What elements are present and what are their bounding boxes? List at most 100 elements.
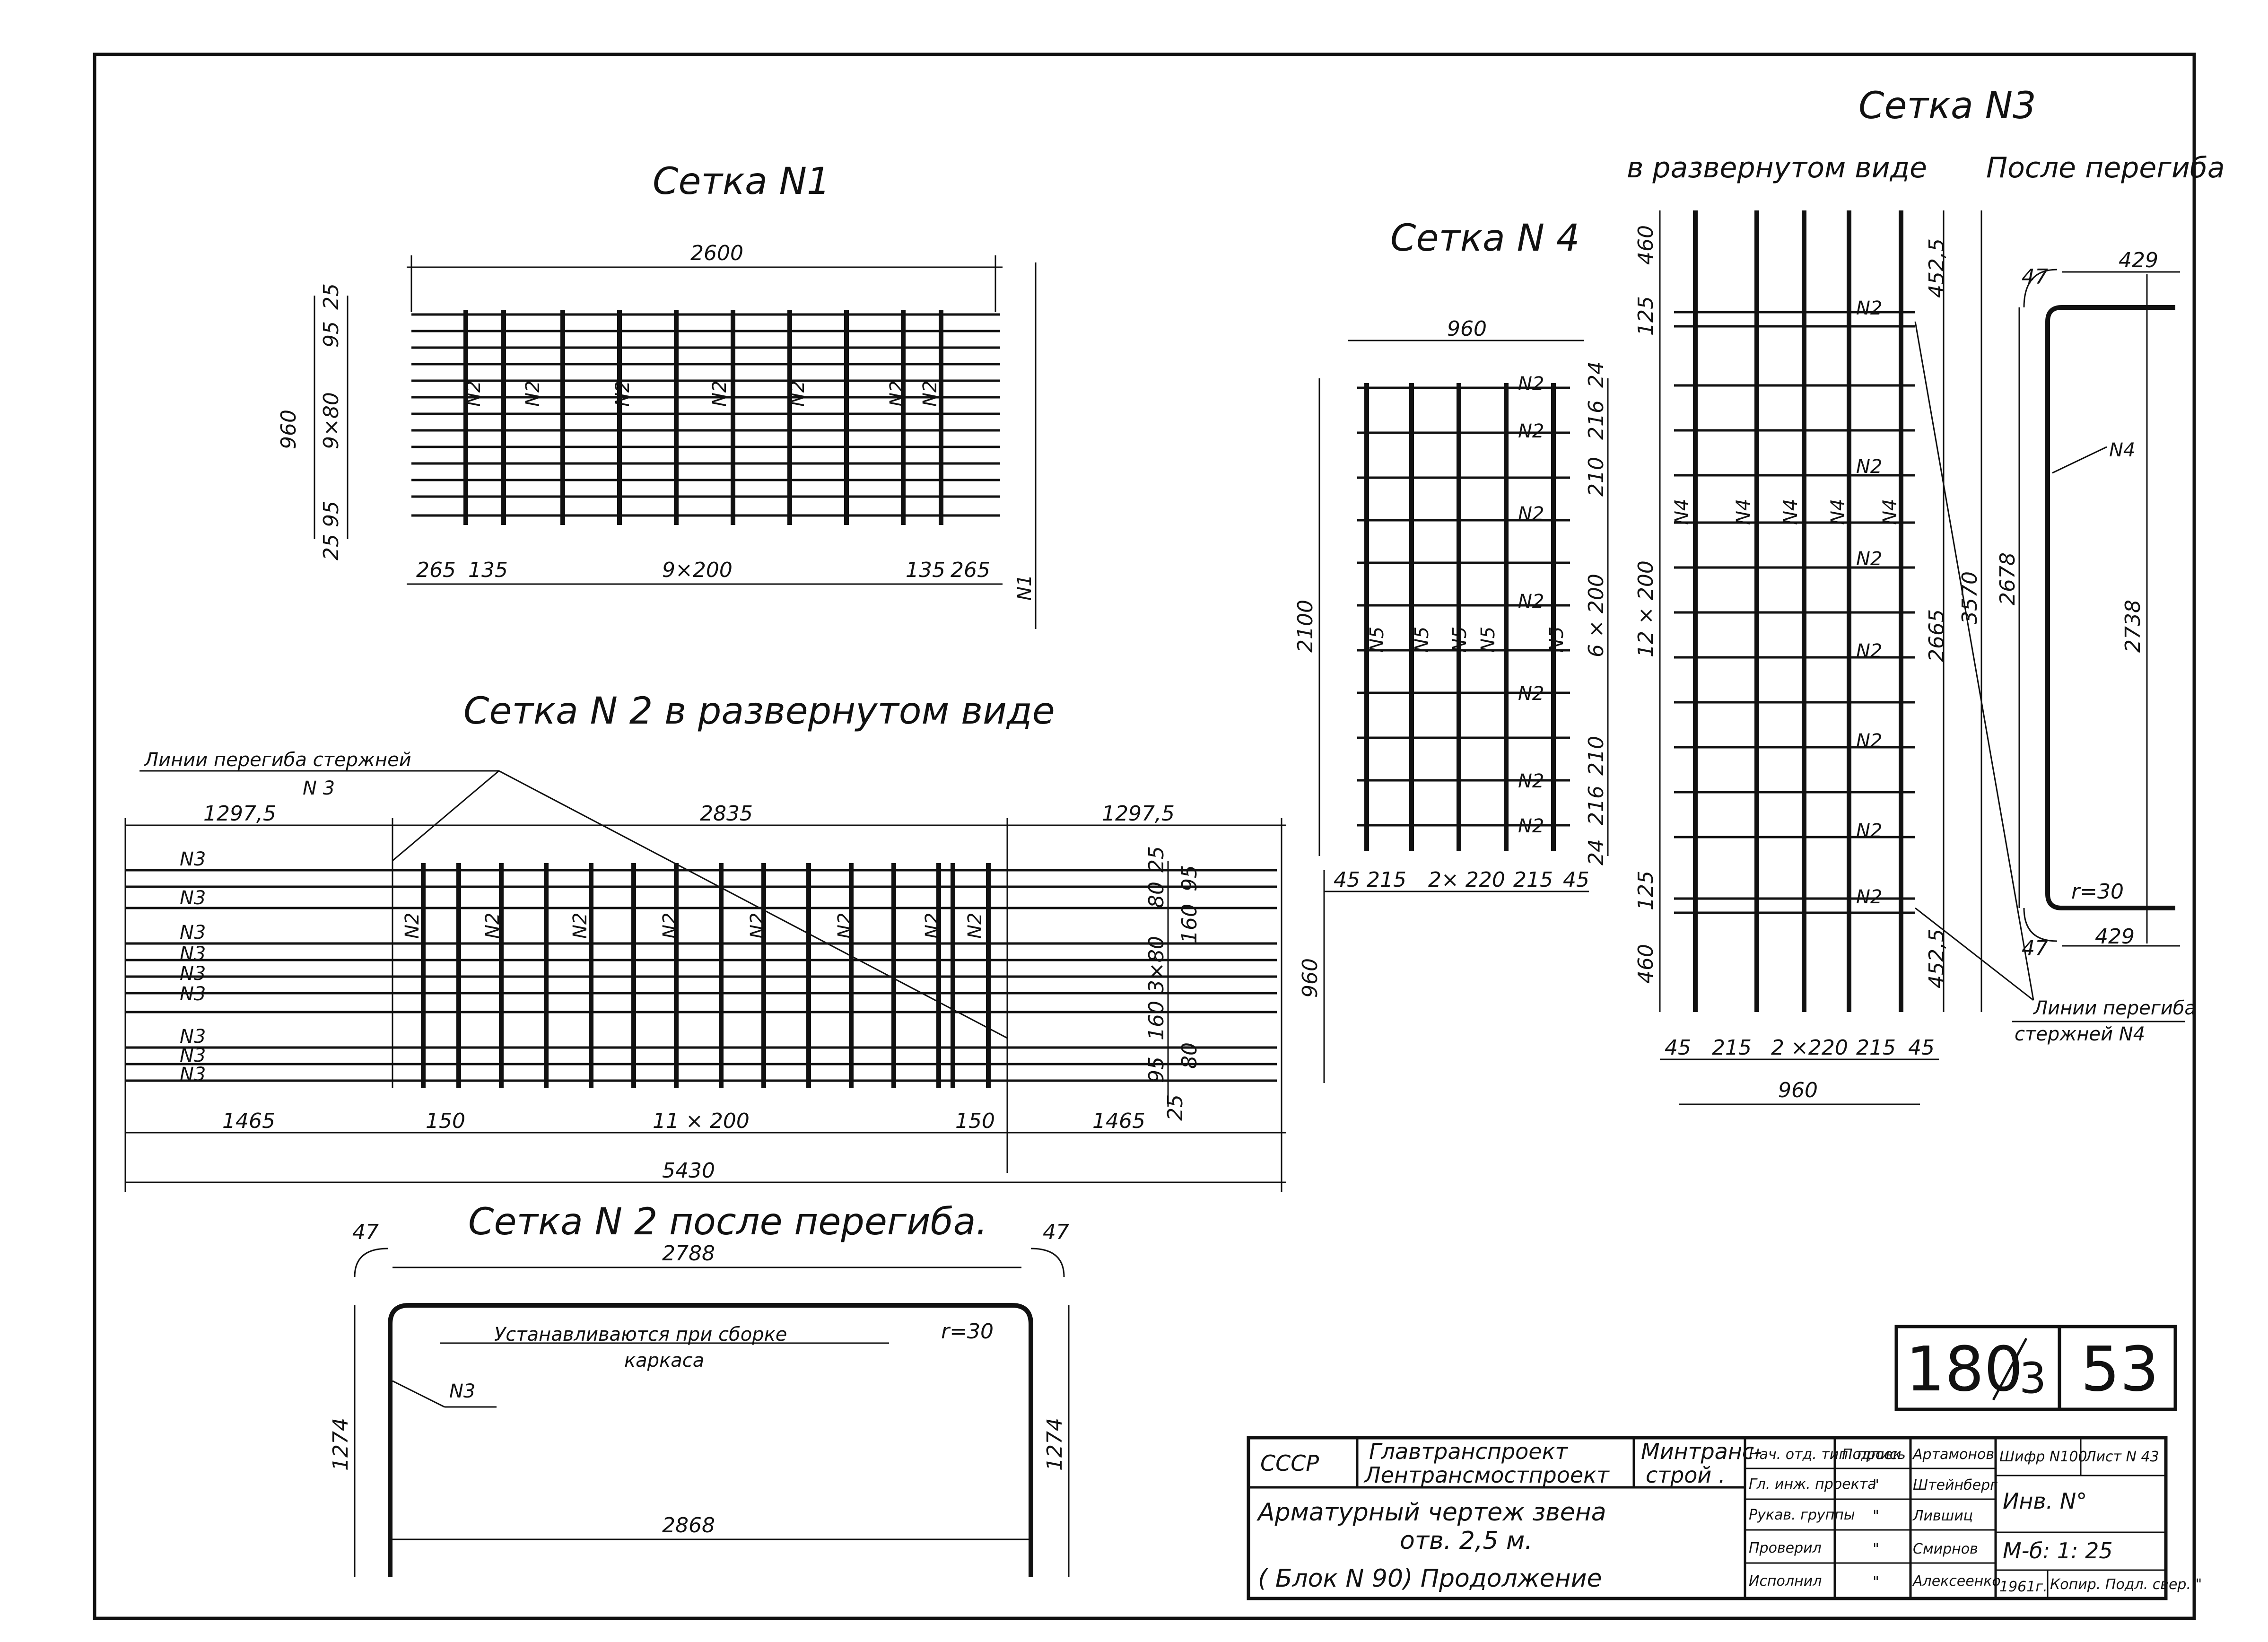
mesh-1-label-n2: N2	[709, 381, 731, 407]
mesh-3-dim-b5: 45	[1908, 1036, 1935, 1060]
leader-line	[392, 770, 499, 862]
stamp-sheet: 53	[2081, 1333, 2159, 1405]
tb-person-2: Штейнберг	[1913, 1477, 1998, 1494]
mesh-2-bent-label-n3: N3	[449, 1380, 475, 1402]
tb-scale: М-б: 1: 25	[2003, 1538, 2113, 1563]
mesh-3-title: Сетка N3	[1858, 85, 2036, 127]
mesh-2-bent-r-left: 47	[352, 1220, 379, 1244]
stamp-number: 180	[1906, 1333, 2023, 1405]
mesh-2-dim-r6: 160	[1144, 1001, 1169, 1040]
mesh-2-label-n2: N2	[922, 913, 943, 939]
leader-line	[392, 1380, 445, 1408]
tb-title-2: отв. 2,5 м.	[1400, 1527, 1533, 1555]
mesh-4-dim-r3: 210	[1584, 457, 1608, 497]
mesh-2-label-n2: N2	[964, 913, 986, 939]
title-block: СССР Главтранспроект Лентрансмостпроект …	[1247, 1436, 2202, 1600]
mesh-2-bent-h-left: 1274	[329, 1418, 353, 1471]
mesh-3-dim-l1: 460	[1634, 225, 1658, 265]
mesh-2-label-n3: N3	[180, 922, 206, 943]
bend-arc	[2023, 269, 2058, 308]
leader-line	[1915, 907, 2034, 1001]
mesh-3-dim-r2: 2665	[1925, 609, 1949, 662]
mesh-4-dim-b1: 45	[1334, 868, 1360, 892]
mesh-1-dim-b5: 265	[951, 558, 990, 582]
mesh-2-bent-note-2: каркаса	[624, 1350, 704, 1371]
mesh-4-dim-r6: 216	[1584, 786, 1608, 825]
mesh-2-label-n3: N3	[180, 848, 206, 870]
mesh-2-dim-t2: 2835	[700, 802, 753, 826]
mesh-1-horizontal-bars	[411, 313, 1000, 517]
mesh-3-dim-l4: 125	[1634, 871, 1658, 910]
mesh-2-dim-t1: 1297,5	[203, 802, 276, 826]
mesh-1-dim-b4: 135	[906, 558, 945, 582]
mesh-2-dim-r2: 95	[1178, 865, 1202, 891]
mesh-2-vertical-bars	[421, 863, 991, 1088]
mesh-4-dim-b5: 45	[1563, 868, 1589, 892]
mesh-3-dim-b2: 215	[1712, 1036, 1752, 1060]
mesh-2-label-n3: N3	[180, 983, 206, 1005]
mesh-3-label-n2: N2	[1856, 730, 1882, 752]
tb-title-1: Арматурный чертеж звена	[1256, 1498, 1606, 1527]
mesh-3-dim-r1: 452,5	[1925, 238, 1949, 298]
tb-signature-header: Подпись	[1842, 1446, 1906, 1463]
mesh-1-label-n2: N2	[612, 381, 634, 407]
leader-line	[2052, 446, 2107, 474]
mesh-1-dim-mid: 9×80	[319, 392, 343, 449]
mesh-2-bent-dim-bot: 2868	[662, 1513, 715, 1537]
tb-org-2: Лентрансмостпроект	[1363, 1462, 1610, 1488]
mesh-4-label-n2: N2	[1518, 815, 1544, 837]
mesh-3-dim-bot: 960	[1778, 1078, 1818, 1102]
mesh-4-dim-r5: 210	[1584, 736, 1608, 776]
mesh-3-dim-l5: 460	[1634, 944, 1658, 984]
mesh-1-dim-height: 960	[277, 410, 301, 449]
mesh-1-label-n2: N2	[787, 381, 809, 407]
mesh-4-title: Сетка N 4	[1390, 217, 1579, 260]
mesh-4-label-n5: N5	[1411, 627, 1433, 653]
mesh-4-label-n2: N2	[1518, 420, 1544, 442]
mesh-4-vertical-bars	[1364, 383, 1556, 851]
mesh-4-label-n2: N2	[1518, 683, 1544, 705]
mesh-4-dim-r2: 216	[1584, 400, 1608, 440]
tb-year: 1961г.	[1999, 1579, 2048, 1595]
mesh-2-title: Сетка N 2 в развернутом виде	[463, 690, 1055, 733]
tb-copied: Копир. Подл. свер. "	[2050, 1576, 2202, 1593]
mesh-3-label-n2: N2	[1856, 886, 1882, 908]
mesh-1-label-n2: N2	[886, 381, 908, 407]
mesh-3-label-n4: N4	[1827, 499, 1849, 525]
mesh-2-label-n2: N2	[482, 913, 504, 939]
mesh-2-bent-title: Сетка N 2 после перегиба.	[468, 1201, 987, 1243]
mesh-3-bent-a: 429	[2119, 248, 2158, 272]
drawing-number-stamp: 180 3 53	[1894, 1325, 2177, 1411]
mesh-4-label-n2: N2	[1518, 770, 1544, 792]
mesh-4-dim-left: 2100	[1293, 600, 1317, 653]
mesh-2-label-n3: N3	[180, 887, 206, 909]
tb-role-2: Гл. инж. проекта	[1749, 1476, 1876, 1493]
tb-person-1: Артамонов	[1912, 1446, 1994, 1463]
tb-sheet: Лист N 43	[2085, 1449, 2159, 1465]
bend-arc	[1030, 1248, 1065, 1277]
mesh-3-label-n2: N2	[1856, 297, 1882, 319]
mesh-3-bent-b: 429	[2095, 925, 2135, 949]
sheet-frame	[93, 52, 2196, 1620]
mesh-2-label-n3: N3	[180, 963, 206, 985]
mesh-2-bent-bar	[388, 1303, 1033, 1577]
mesh-2-bent: Сетка N 2 после перегиба. 2788 47 47 127…	[329, 1201, 1070, 1577]
tb-ministry-1: Минтранс-	[1641, 1439, 1762, 1464]
mesh-3-dim-b1: 45	[1665, 1036, 1691, 1060]
mesh-1-label-n2: N2	[522, 381, 544, 407]
mesh-2-label-n3: N3	[180, 943, 206, 965]
mesh-2-dim-b2: 150	[426, 1109, 465, 1133]
mesh-3-bend-note: Линии перегиба	[2032, 997, 2196, 1019]
mesh-1-label-n2: N2	[463, 381, 485, 407]
mesh-2-label-n2: N2	[569, 913, 591, 939]
mesh-4-label-n2: N2	[1518, 373, 1544, 395]
mesh-4-label-n5: N5	[1477, 627, 1499, 653]
tb-org-1: Главтранспроект	[1369, 1439, 1568, 1464]
tb-ditto: "	[1873, 1477, 1879, 1494]
mesh-3-horizontal-bars	[1674, 311, 1915, 914]
tb-role-1: Нач. отд. тип. проек	[1749, 1446, 1902, 1463]
mesh-1-title: Сетка N1	[653, 160, 830, 203]
mesh-2-bent-dim-top: 2788	[662, 1241, 715, 1266]
mesh-3-label-n2: N2	[1856, 820, 1882, 842]
leader-line	[1914, 321, 2034, 1001]
